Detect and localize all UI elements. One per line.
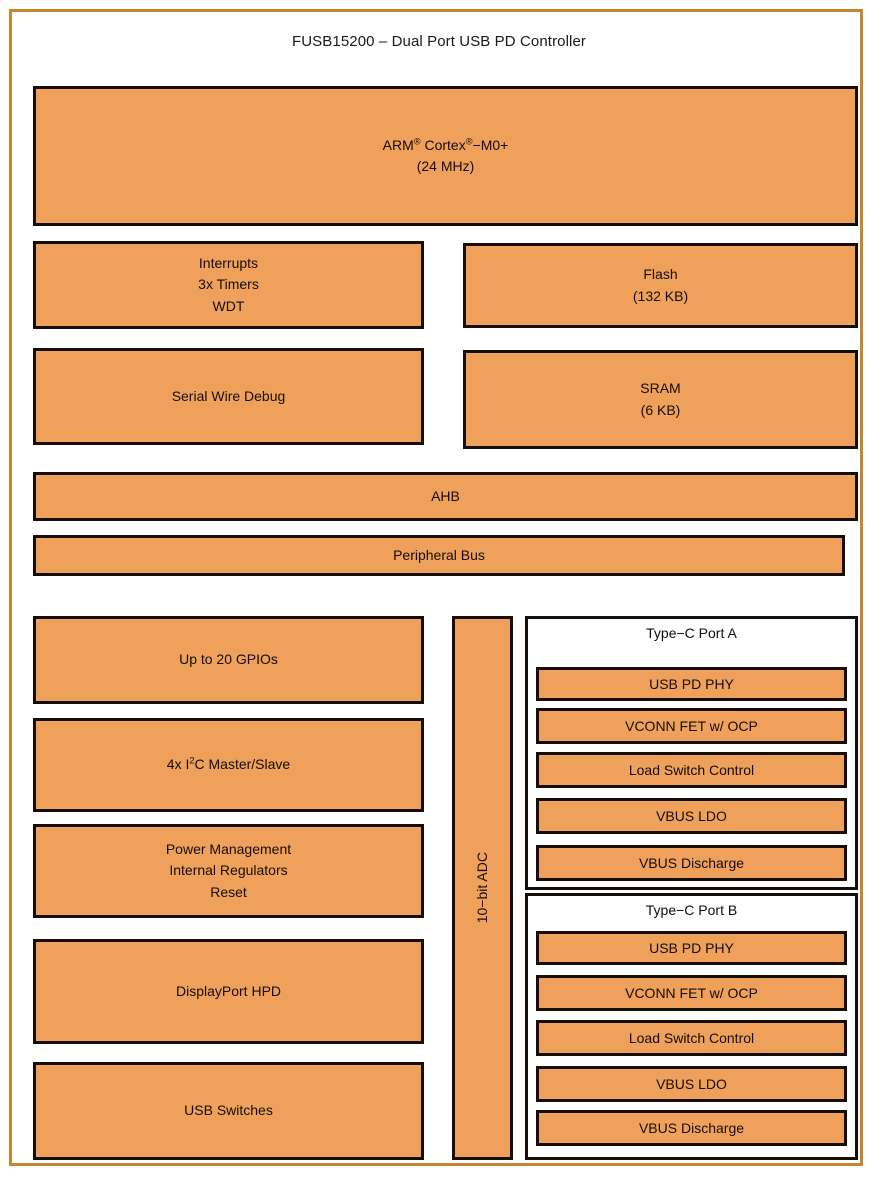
sram-line-1: SRAM: [640, 380, 681, 397]
port-a-container: Type−C Port A USB PD PHY VCONN FET w/ OC…: [525, 616, 858, 890]
block-arm-cortex-m0: ARM® Cortex®−M0+ (24 MHz): [33, 86, 858, 226]
block-flash: Flash (132 KB): [463, 243, 858, 328]
block-interrupts-timers-wdt: Interrupts 3x Timers WDT: [33, 241, 424, 329]
block-10bit-adc: 10−bit ADC: [452, 616, 513, 1160]
sram-line-2: (6 KB): [640, 401, 681, 418]
dp-hpd-line-1: DisplayPort HPD: [175, 982, 282, 999]
interrupts-line-2: 3x Timers: [198, 276, 259, 293]
interrupts-line-1: Interrupts: [198, 255, 259, 272]
cpu-line-2: (24 MHz): [416, 158, 475, 174]
ahb-line-1: AHB: [431, 487, 460, 504]
block-peripheral-bus: Peripheral Bus: [33, 535, 845, 576]
cpu-line-1: ARM® Cortex®−M0+: [382, 136, 509, 153]
flash-line-2: (132 KB): [632, 287, 689, 304]
port-b-item-usb-pd-phy: USB PD PHY: [536, 931, 847, 965]
block-i2c-master-slave: 4x I2C Master/Slave: [33, 718, 424, 812]
adc-label: 10−bit ADC: [473, 852, 490, 924]
usb-switches-line-1: USB Switches: [184, 1102, 273, 1119]
interrupts-line-3: WDT: [212, 297, 245, 314]
port-a-item-vbus-ldo: VBUS LDO: [536, 798, 847, 834]
port-b-item-load-switch-control: Load Switch Control: [536, 1020, 847, 1056]
port-a-title: Type−C Port A: [646, 625, 737, 641]
gpio-line-1: Up to 20 GPIOs: [179, 651, 278, 668]
port-b-item-vconn-fet-ocp: VCONN FET w/ OCP: [536, 975, 847, 1011]
block-displayport-hpd: DisplayPort HPD: [33, 939, 424, 1044]
port-a-item-vconn-fet-ocp: VCONN FET w/ OCP: [536, 708, 847, 744]
power-line-2: Internal Regulators: [169, 862, 288, 879]
port-b-item-vbus-discharge: VBUS Discharge: [536, 1110, 847, 1146]
port-a-item-load-switch-control: Load Switch Control: [536, 752, 847, 788]
port-b-title: Type−C Port B: [645, 902, 738, 918]
block-power-management: Power Management Internal Regulators Res…: [33, 824, 424, 918]
port-a-item-usb-pd-phy: USB PD PHY: [536, 667, 847, 701]
port-b-item-vbus-ldo: VBUS LDO: [536, 1066, 847, 1102]
block-sram: SRAM (6 KB): [463, 350, 858, 449]
block-serial-wire-debug: Serial Wire Debug: [33, 348, 424, 445]
power-line-3: Reset: [210, 883, 247, 900]
swd-line-1: Serial Wire Debug: [171, 387, 286, 404]
power-line-1: Power Management: [165, 841, 292, 858]
i2c-label: 4x I2C Master/Slave: [166, 755, 291, 773]
flash-line-1: Flash: [643, 266, 678, 283]
block-gpios: Up to 20 GPIOs: [33, 616, 424, 704]
port-a-item-vbus-discharge: VBUS Discharge: [536, 845, 847, 881]
port-b-container: Type−C Port B USB PD PHY VCONN FET w/ OC…: [525, 893, 858, 1160]
block-ahb: AHB: [33, 472, 858, 521]
peripheral-bus-line-1: Peripheral Bus: [393, 546, 485, 563]
block-usb-switches: USB Switches: [33, 1062, 424, 1160]
page-title: FUSB15200 – Dual Port USB PD Controller: [291, 33, 587, 50]
